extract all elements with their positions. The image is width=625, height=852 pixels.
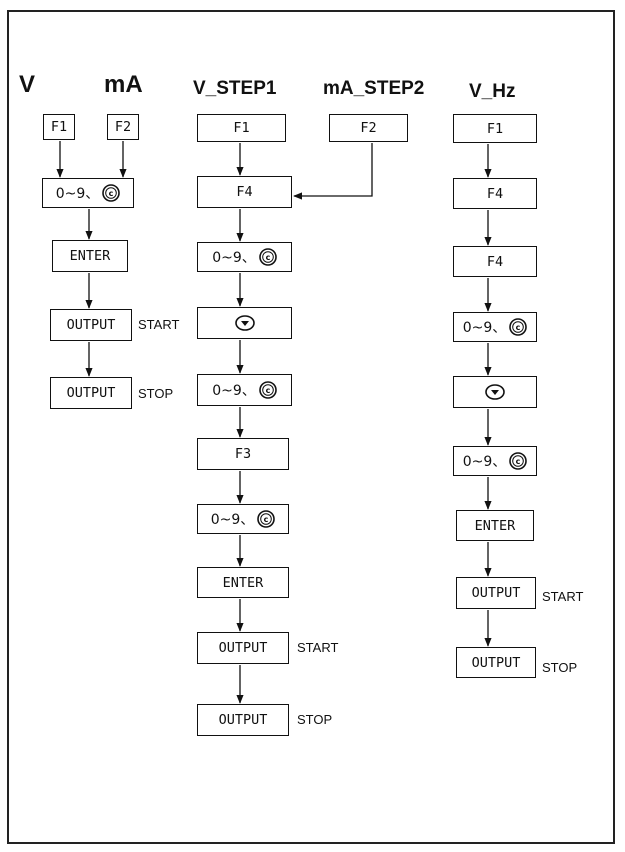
note-start-vhz: START — [542, 589, 584, 604]
key-f4-step1: F4 — [197, 176, 292, 208]
svg-text:c: c — [516, 323, 521, 332]
header-v: V — [19, 71, 36, 98]
digits-label: 0~9、 — [212, 250, 256, 266]
note-stop-vhz: STOP — [542, 660, 578, 675]
key-f4-vhz-b: F4 — [453, 246, 537, 277]
svg-text:c: c — [265, 386, 270, 395]
header-v-step1: V_STEP1 — [193, 78, 277, 99]
key-output-stop-v: OUTPUT — [50, 377, 132, 409]
key-f1-step1: F1 — [197, 114, 286, 142]
key-f2-step2: F2 — [329, 114, 408, 142]
clear-key-icon: c — [258, 381, 277, 399]
clear-key-icon: c — [258, 248, 277, 266]
digits-clear-key: 0~9、 c — [453, 312, 537, 342]
note-stop-v: STOP — [138, 386, 174, 401]
digits-clear-key: 0~9、 c — [453, 446, 537, 476]
key-f3-step1: F3 — [197, 438, 289, 470]
key-output-start-step1: OUTPUT — [197, 632, 289, 664]
svg-text:c: c — [265, 253, 270, 262]
key-enter-v: ENTER — [52, 240, 128, 272]
note-stop-step1: STOP — [297, 712, 333, 727]
svg-text:c: c — [516, 457, 521, 466]
key-f4-vhz-a: F4 — [453, 178, 537, 209]
header-ma-step2: mA_STEP2 — [323, 78, 425, 99]
digits-clear-key: 0~9、 c — [197, 504, 289, 534]
digits-clear-key: 0~9、 c — [42, 178, 134, 208]
digits-label: 0~9、 — [462, 454, 507, 470]
digits-label: 0~9、 — [212, 383, 256, 399]
svg-text:c: c — [109, 189, 114, 198]
digits-clear-key: 0~9、 c — [197, 242, 292, 272]
key-down-vhz — [453, 376, 537, 408]
down-key-icon — [234, 315, 255, 331]
header-ma: mA — [104, 71, 143, 98]
diagram-frame — [7, 10, 615, 844]
down-key-icon — [485, 384, 505, 400]
key-output-start-v: OUTPUT — [50, 309, 132, 341]
digits-clear-key: 0~9、 c — [197, 374, 292, 406]
arrow — [293, 143, 373, 200]
clear-key-icon: c — [257, 510, 276, 528]
key-f1-vhz: F1 — [453, 114, 537, 143]
key-output-stop-vhz: OUTPUT — [456, 647, 536, 678]
header-v-hz: V_Hz — [469, 81, 516, 102]
key-enter-step1: ENTER — [197, 567, 289, 598]
clear-key-icon: c — [509, 452, 528, 470]
key-output-start-vhz: OUTPUT — [456, 577, 536, 609]
key-down-step1 — [197, 307, 292, 339]
digits-label: 0~9、 — [55, 186, 100, 202]
key-f1-v: F1 — [43, 114, 75, 140]
clear-key-icon: c — [509, 318, 528, 336]
note-start-v: START — [138, 317, 180, 332]
digits-label: 0~9、 — [462, 320, 507, 336]
note-start-step1: START — [297, 640, 339, 655]
svg-text:c: c — [264, 515, 269, 524]
key-output-stop-step1: OUTPUT — [197, 704, 289, 736]
key-f2-ma: F2 — [107, 114, 139, 140]
digits-label: 0~9、 — [210, 512, 255, 528]
key-enter-vhz: ENTER — [456, 510, 534, 541]
clear-key-icon: c — [102, 184, 121, 202]
